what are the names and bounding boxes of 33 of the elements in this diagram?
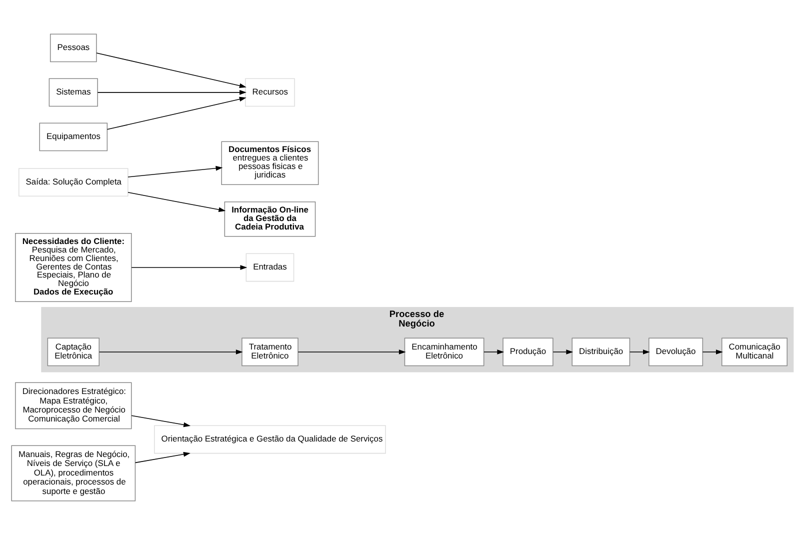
node-box: Comunicação Multicanal (721, 337, 788, 366)
node-box: Produção (502, 337, 554, 366)
node-box: Informação On-line da Gestão da Cadeia Produtiva (224, 200, 316, 236)
node-box: Saída: Solução Completa (18, 168, 128, 196)
arrow (128, 192, 226, 212)
arrow (106, 96, 246, 130)
node-box: Direcionadores Estratégico: Mapa Estratégico, Macroprocesso de Negócio Comunicação Comercial (15, 382, 132, 429)
node-box: Manuais, Regras de Negócio, Níveis de Serviço (SLA e OLA), procedimentos operacionais, processos de suporte e gestão (11, 444, 136, 501)
arrow (96, 52, 246, 88)
arrow (128, 165, 223, 177)
arrow (552, 349, 574, 354)
arrow (484, 349, 504, 354)
node-box: Sistemas (48, 78, 98, 106)
node-box: Tratamento Eletrônico (242, 337, 298, 366)
node-box: Orientação Estratégica e Gestão da Qualidade de Serviços (154, 424, 386, 454)
node-box: Necessidades do Cliente: Pesquisa de Mercado, Reuniões com Clientes, Gerentes de Contas Especiais, Plano de Negócio Dados de Execução (15, 232, 132, 302)
node-box: Documentos Físicos entregues a clientes pessoas fisicas e juridicas (221, 140, 319, 184)
node-box: Recursos (245, 78, 295, 106)
arrow (298, 349, 406, 354)
arrow (131, 414, 191, 427)
arrow (97, 90, 246, 94)
arrow (131, 264, 248, 270)
node-box: Devolução (648, 337, 704, 366)
arrow (134, 451, 190, 463)
node-box: Captação Eletrônica (47, 337, 100, 366)
arrow (702, 349, 723, 354)
node-box: Pessoas (50, 33, 97, 62)
arrow (629, 349, 650, 354)
node-box: Entradas (246, 252, 294, 282)
node-box: Distribuição (572, 337, 630, 366)
node-box: Equipamentos (39, 122, 108, 151)
node-box: Encaminhamento Eletrônico (404, 337, 484, 366)
arrow (98, 349, 243, 354)
